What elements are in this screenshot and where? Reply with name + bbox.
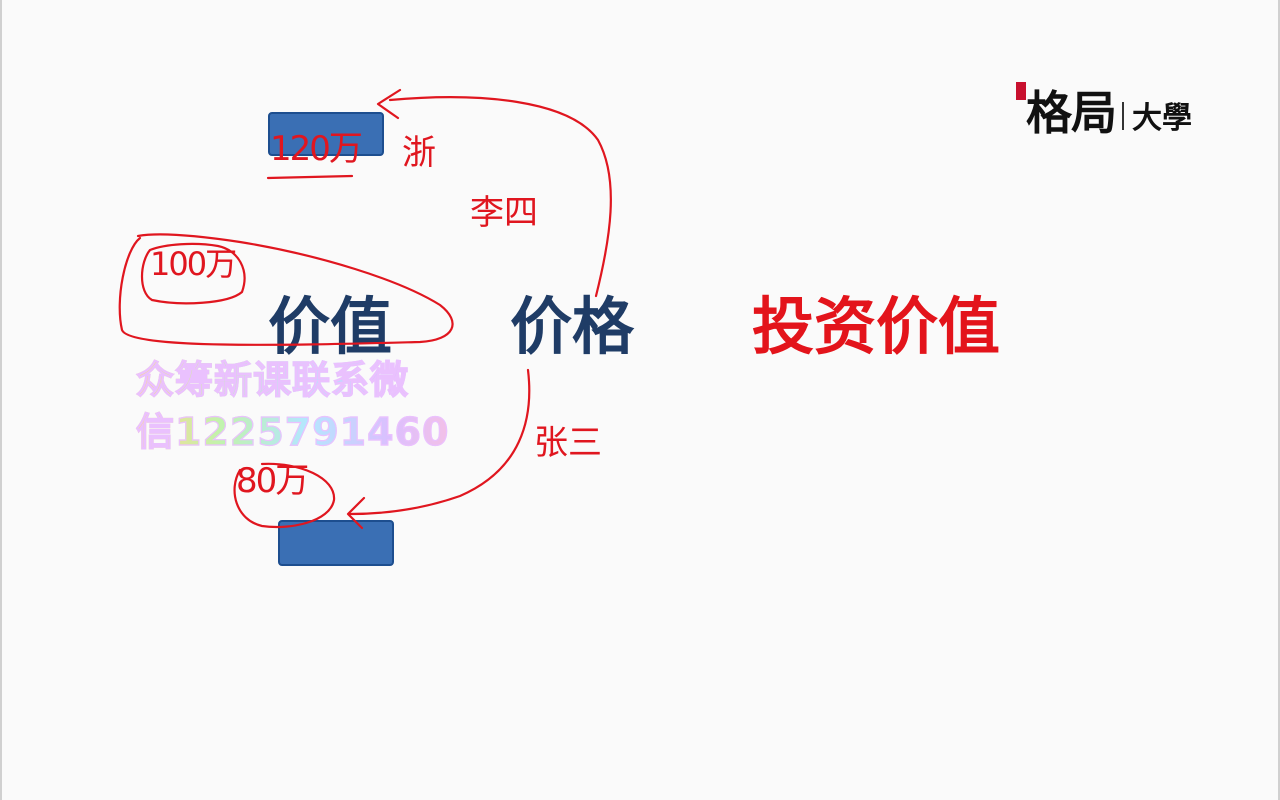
buyer-note-2: 李四 (470, 193, 538, 233)
seller-note: 张三 (534, 423, 602, 463)
watermark-line-1: 众筹新课联系微 (135, 357, 410, 402)
top-price-underline (266, 174, 354, 180)
top-price-note: 120万 (270, 129, 363, 169)
base-price-note: 100万 (150, 245, 237, 283)
low-price-box (278, 520, 394, 566)
logo-sub-text: 大學 (1132, 101, 1192, 136)
price-word: 价格 (510, 290, 635, 363)
watermark: 众筹新课联系微 信1225791460 (135, 354, 476, 458)
high-price-box (268, 112, 384, 156)
low-price-note: 80万 (236, 461, 309, 501)
logo-seal-icon (1016, 82, 1026, 100)
frame-border-left (0, 0, 2, 800)
logo-divider (1122, 102, 1124, 130)
value-word: 价值 (268, 290, 393, 363)
brand-logo: 格局 大學 (1016, 76, 1192, 136)
watermark-line-2: 信1225791460 (135, 409, 450, 454)
frame-border-right (1278, 0, 1280, 800)
logo-main-text: 格局 (1026, 86, 1117, 140)
investment-value-word: 投资价值 (752, 290, 1001, 363)
buyer-note-1: 浙 (402, 133, 436, 173)
